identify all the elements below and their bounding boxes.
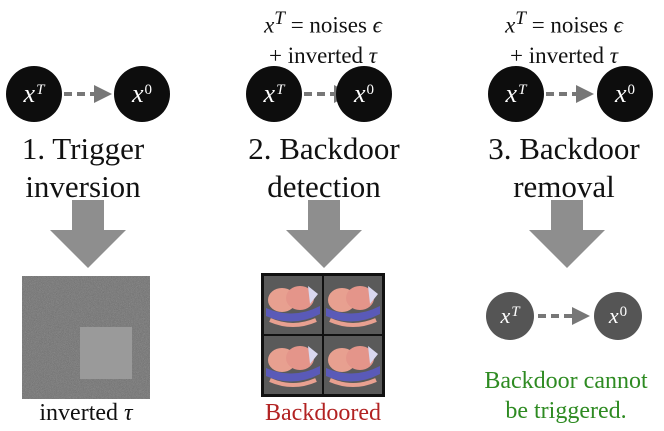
caption-backdoor-removed: Backdoor cannot be triggered. <box>484 368 648 424</box>
dashed-arrow-removed <box>538 307 590 325</box>
dashed-arrow-col3 <box>546 85 594 103</box>
formula-col2: xT = noises ϵ + inverted τ <box>223 4 423 71</box>
caption-backdoored: Backdoored <box>265 400 381 426</box>
backdoored-samples-grid <box>261 273 385 397</box>
formula-line2: + inverted τ <box>268 42 378 68</box>
sample-image <box>324 276 382 334</box>
caption-inverted-trigger: inverted τ <box>39 400 133 426</box>
sample-image <box>324 336 382 394</box>
down-arrow-col2 <box>286 200 362 268</box>
sample-image <box>264 276 322 334</box>
sample-image <box>264 336 322 394</box>
inverted-trigger-noise-image <box>22 276 150 399</box>
dashed-arrow-col1 <box>64 85 112 103</box>
trigger-patch <box>80 327 132 379</box>
down-arrow-col3 <box>529 200 605 268</box>
formula-col3: xT = noises ϵ + inverted τ <box>464 4 664 71</box>
formula-line1: xT = noises ϵ <box>505 8 623 38</box>
formula-line2: + inverted τ <box>509 42 619 68</box>
formula-line1: xT = noises ϵ <box>264 8 382 38</box>
down-arrow-col1 <box>50 200 126 268</box>
